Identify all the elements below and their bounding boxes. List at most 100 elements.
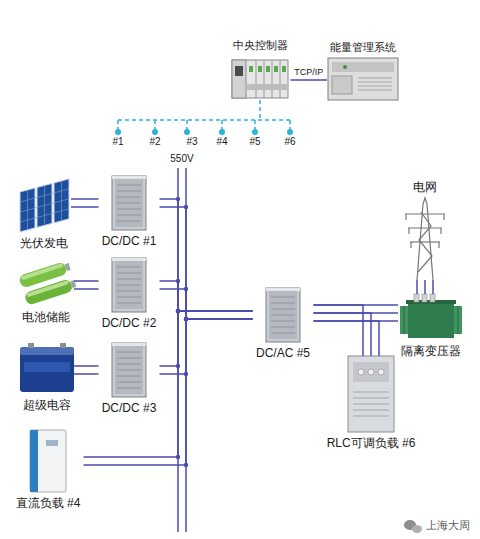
supercapacitor-icon [20, 343, 74, 392]
rlc-load-cabinet [353, 398, 389, 399]
node-caption: 中央控制器 [233, 39, 288, 52]
junction-dot [184, 463, 188, 467]
ac-line [417, 280, 433, 294]
pv-panel-icon [54, 179, 69, 223]
rlc-load-cabinet [353, 416, 389, 417]
dc-line [74, 281, 99, 289]
node-caption: 超级电容 [23, 398, 71, 412]
transformer-icon [454, 306, 462, 334]
rlc-load-cabinet [353, 410, 389, 411]
ems-computer-icon [328, 58, 398, 100]
rlc-load-cabinet [348, 356, 394, 432]
pv-panel-icon [44, 185, 45, 225]
ems-node: 能量管理系统 [327, 41, 399, 100]
watermark-icon [412, 525, 422, 533]
node-caption: 直流负载 #4 [16, 496, 81, 510]
controller-icon [274, 66, 278, 72]
transformer-icon [400, 306, 408, 334]
dc-bus-line [160, 319, 253, 374]
ems-computer-icon [332, 62, 394, 72]
signal-dot [115, 129, 121, 135]
controller-icon [258, 66, 262, 72]
ems-computer-icon [343, 65, 347, 69]
dc-bus-line [160, 197, 253, 321]
grid-tower [418, 212, 432, 272]
pv-panel-icon [20, 188, 35, 232]
rlc-load-cabinet [353, 392, 389, 393]
junction-dot [184, 205, 188, 209]
converter-node: DC/DC #1 [99, 176, 160, 248]
callout-number: #6 [284, 136, 295, 148]
node-caption: 电网 [413, 180, 437, 194]
dcac-cabinet [266, 288, 300, 342]
signal-dot [184, 129, 190, 135]
controller-icon [256, 60, 257, 98]
supercapacitor-icon [60, 343, 66, 348]
pv-panel-icon [20, 179, 69, 232]
dc-bus-line [84, 309, 253, 467]
controller-icon [232, 60, 246, 98]
supercapacitor-icon [20, 352, 74, 392]
controller-icon [282, 66, 286, 72]
junction-dot [176, 309, 180, 313]
signal-dot [152, 129, 158, 135]
ac-line [432, 280, 434, 294]
junction-dot [176, 309, 180, 313]
supercapacitor-icon [28, 343, 34, 348]
ems-computer-icon [358, 82, 392, 83]
ac-line [314, 313, 372, 356]
dc-load-cabinet [30, 430, 66, 492]
junction-dot [184, 287, 188, 291]
ems-computer-icon [328, 58, 398, 100]
transformer-icon [458, 306, 459, 334]
supercapacitor-icon [24, 362, 70, 372]
signal-dot [287, 129, 293, 135]
supercap-node: 超级电容 [20, 343, 74, 412]
signal-bus [259, 100, 261, 120]
controller-icon [280, 60, 281, 98]
node-caption: 光伏发电 [20, 236, 68, 250]
grid-tower [405, 213, 445, 214]
inverter-node: DC/AC #5 [253, 288, 314, 360]
junction-dot [176, 197, 180, 201]
controller-icon [272, 60, 273, 98]
callout-number: #1 [112, 136, 123, 148]
ems-computer-icon [358, 90, 392, 91]
callout-number-holder: #4 [216, 136, 227, 148]
controller-icon [235, 66, 243, 76]
junction-dot [176, 309, 180, 313]
grid-node: 电网 [405, 180, 445, 280]
battery-icon [24, 278, 74, 305]
controller-icon [246, 84, 288, 90]
node-caption: DC/DC #3 [102, 401, 157, 415]
converter-node: DC/DC #3 [99, 343, 160, 415]
node-caption: 隔离变压器 [401, 344, 461, 358]
node-caption: 能量管理系统 [330, 41, 396, 54]
ac-line [416, 280, 418, 294]
junction-dot [184, 317, 188, 321]
ems-computer-icon [358, 78, 392, 79]
dc-bus-line [84, 311, 253, 457]
ac-line [314, 305, 380, 356]
pv-panel-icon [27, 190, 28, 230]
transformer-icon [408, 302, 454, 338]
node-caption: DC/AC #5 [256, 346, 310, 360]
grid-tower [405, 198, 445, 280]
node-caption: DC/DC #1 [102, 234, 157, 248]
transformer-icon [430, 294, 435, 302]
dc-bus-line [160, 289, 253, 319]
battery-node: 电池储能 [18, 262, 74, 324]
callout-number-holder: #5 [249, 136, 260, 148]
ems-computer-icon [332, 76, 352, 94]
battery-icon [26, 280, 69, 297]
node-caption: 电池储能 [22, 310, 70, 324]
grid-tower [440, 228, 441, 234]
signal-dot [115, 129, 293, 135]
transformer-icon [404, 306, 405, 334]
controller-icon [249, 66, 253, 72]
dc-bus-line [160, 199, 253, 311]
grid-tower [438, 242, 439, 248]
dc-line [74, 365, 99, 367]
